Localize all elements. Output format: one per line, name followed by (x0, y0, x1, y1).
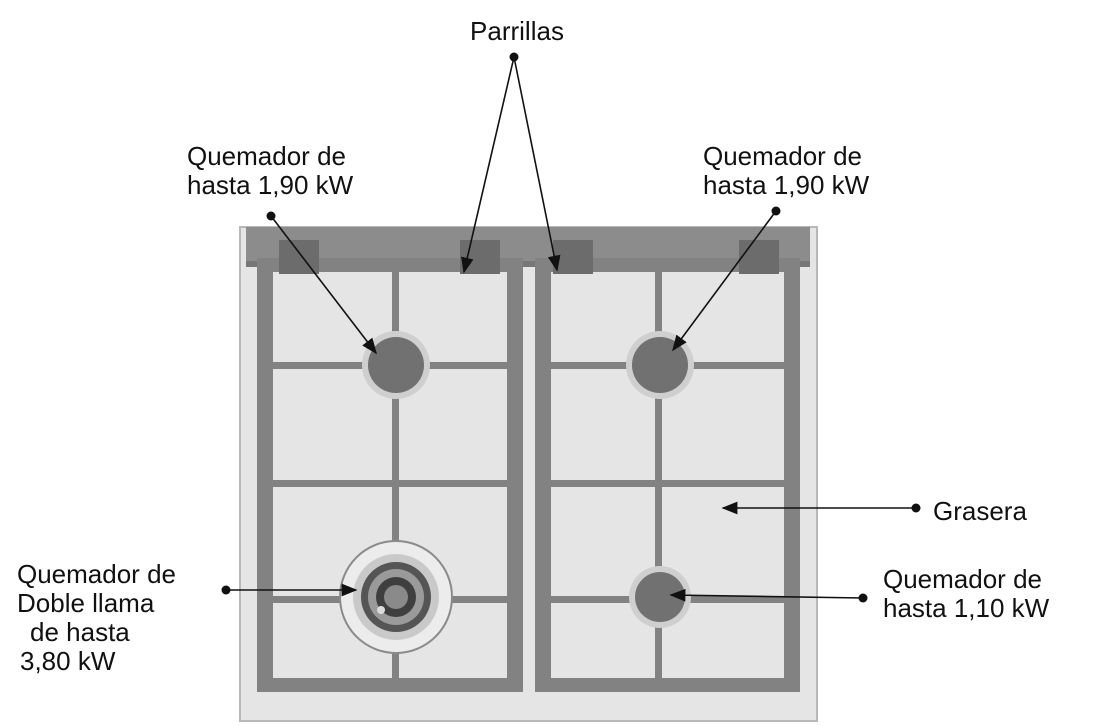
label-grasera: Grasera (933, 496, 1027, 526)
label-burner-top-left: Quemador de hasta 1,90 kW (187, 141, 354, 200)
burner-top-right-arrow (672, 210, 777, 352)
hob-surface (239, 226, 818, 722)
back-rail-shadow (246, 261, 810, 267)
label-burner-top-right: Quemador de hasta 1,90 kW (703, 141, 870, 200)
parrillas-arrow-left (461, 56, 515, 274)
burner-top-right (626, 331, 694, 399)
label-burner-double-flame: Quemador de Doble llama de hasta 3,80 kW (17, 559, 183, 676)
burner-bottom-right-arrow (669, 588, 864, 602)
burner-double-flame (339, 540, 453, 654)
burner-bottom-right (629, 566, 691, 628)
label-parrillas: Parrillas (470, 16, 564, 46)
label-burner-bottom-right: Quemador de hasta 1,10 kW (883, 564, 1050, 623)
burner-top-left-arrow (270, 215, 377, 355)
burner-top-left (362, 331, 430, 399)
back-rail (246, 227, 810, 261)
parrillas-arrow-right (513, 56, 561, 272)
